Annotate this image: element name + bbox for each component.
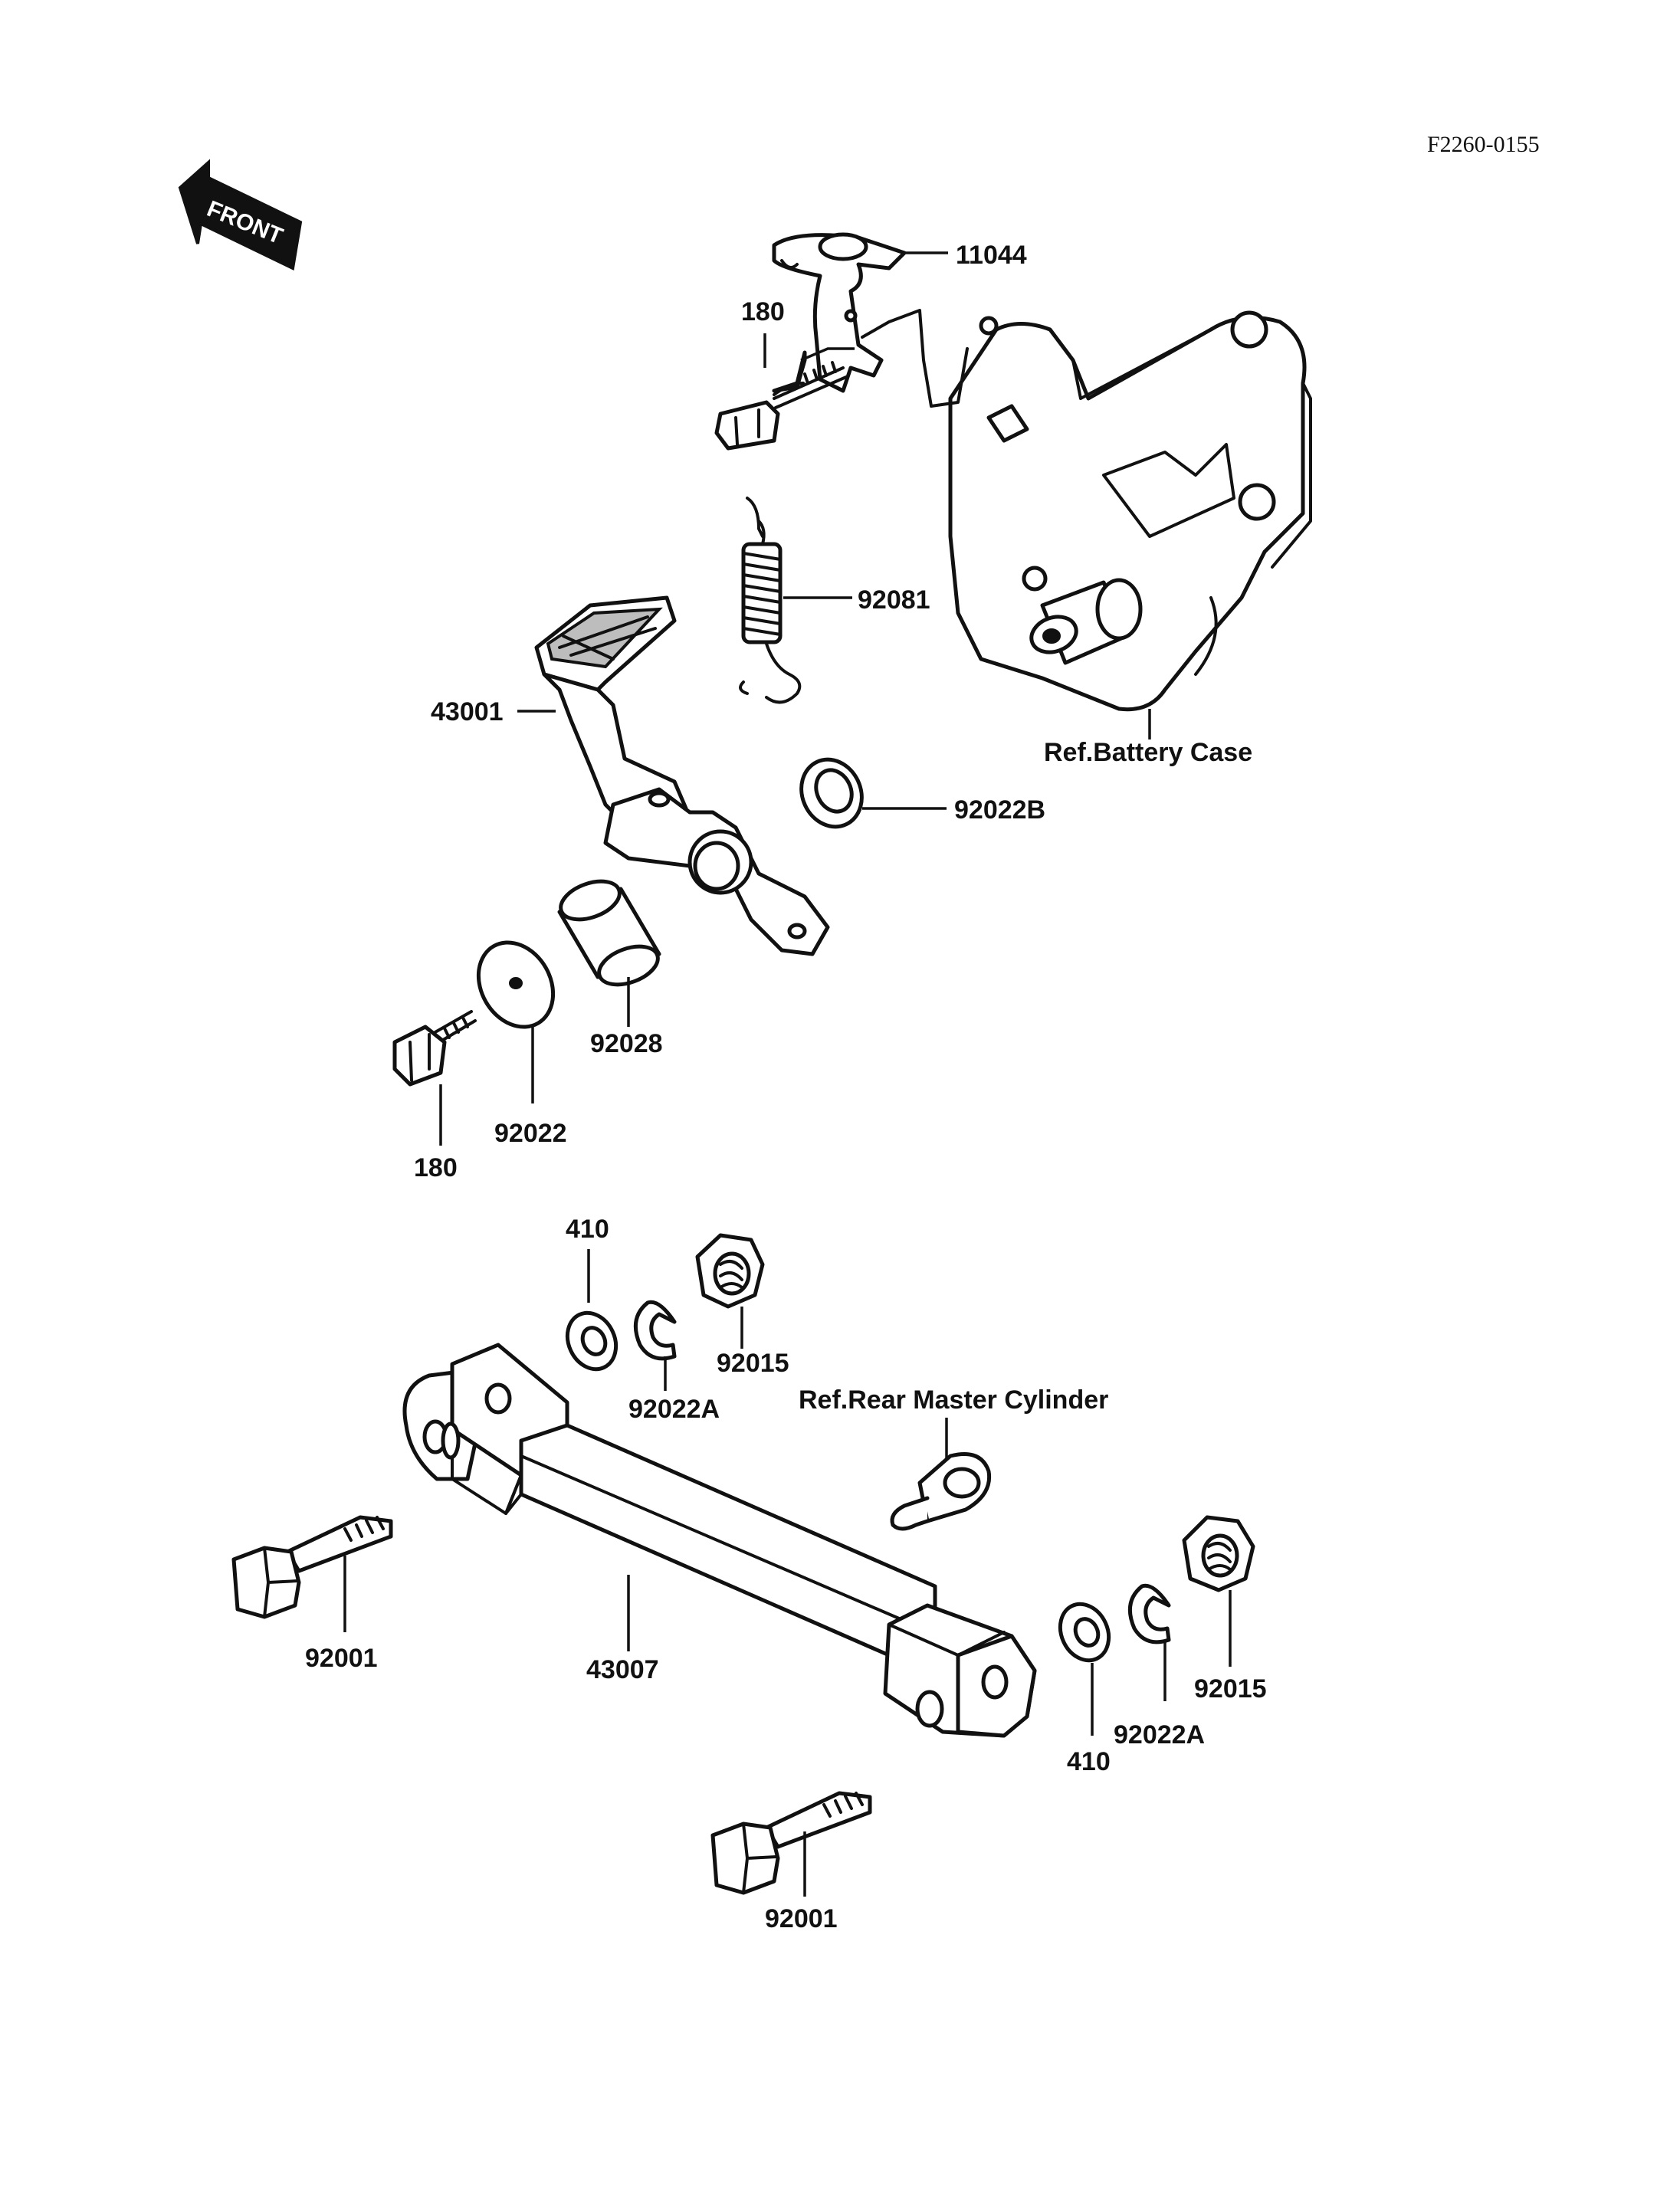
label-92022a-right: 92022A (1114, 1720, 1205, 1749)
drawing-code: F2260-0155 (1427, 132, 1540, 157)
label-410-top: 410 (566, 1215, 609, 1244)
label-92022b: 92022B (954, 795, 1045, 825)
washer-410-top (565, 1310, 619, 1372)
label-180-lower: 180 (414, 1153, 458, 1182)
washer-92022b (799, 757, 864, 829)
label-11044: 11044 (956, 241, 1027, 270)
label-92001-left: 92001 (305, 1644, 378, 1673)
label-92022: 92022 (494, 1119, 567, 1148)
label-92022a-top: 92022A (628, 1395, 720, 1424)
washer-92022 (476, 940, 556, 1029)
brake-pedal-43001 (534, 595, 830, 956)
label-410-right: 410 (1067, 1747, 1111, 1776)
bolt-92001-left (231, 1515, 393, 1619)
label-92015-top: 92015 (717, 1349, 789, 1378)
label-180-upper: 180 (741, 297, 785, 326)
circlip-92022a-right (1127, 1583, 1171, 1644)
rod-43007 (402, 1343, 1037, 1738)
bolt-180-lower (392, 1010, 477, 1087)
ref-master-cylinder-label: Ref.Rear Master Cylinder (799, 1385, 1108, 1415)
spring-92081 (739, 497, 802, 704)
circlip-92022a-top (633, 1300, 677, 1361)
bolt-92001-bottom (710, 1791, 872, 1895)
master-cylinder-clevis (890, 1452, 992, 1531)
battery-case-plate (948, 310, 1312, 712)
bolt-180-upper (714, 350, 848, 451)
nut-92015-top (695, 1233, 765, 1309)
label-92001-bottom: 92001 (765, 1904, 838, 1933)
label-92028: 92028 (590, 1029, 663, 1058)
washer-410-right (1058, 1602, 1111, 1663)
front-arrow-icon: FRONT (178, 159, 303, 271)
label-92015-right: 92015 (1194, 1674, 1267, 1703)
bracket-11044 (772, 232, 969, 408)
nut-92015-right (1182, 1515, 1255, 1592)
label-43001: 43001 (431, 697, 504, 726)
label-92081: 92081 (858, 585, 930, 615)
label-43007: 43007 (586, 1655, 659, 1684)
collar-92028 (557, 879, 661, 987)
ref-battery-case-label: Ref.Battery Case (1044, 738, 1252, 767)
